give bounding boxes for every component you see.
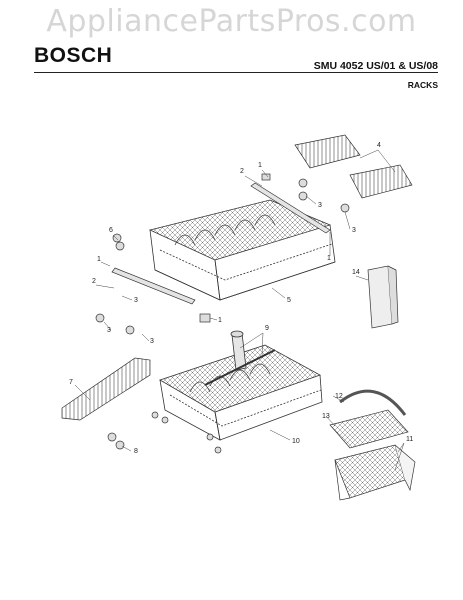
callout-8: 8: [134, 448, 138, 455]
callout-10: 10: [292, 438, 300, 445]
model-number: SMU 4052 US/01 & US/08: [313, 60, 438, 72]
callout-1-left: 1: [97, 256, 101, 263]
wall-panel-piece: [367, 265, 399, 329]
callout-1-top: 1: [258, 162, 262, 169]
callout-2-top: 2: [240, 168, 244, 175]
callout-3-mid: 3: [150, 338, 154, 345]
rack-clips-and-rollers: [95, 173, 350, 454]
callout-1-right: 1: [327, 255, 331, 262]
callout-1-mid: 1: [218, 317, 222, 324]
callout-3-left-a: 3: [134, 297, 138, 304]
plate-insert: [61, 357, 151, 421]
cutlery-basket: [329, 389, 416, 501]
callout-14: 14: [352, 269, 360, 276]
brand-logo: BOSCH: [34, 44, 113, 67]
section-title: RACKS: [407, 80, 438, 90]
lower-rack: [159, 330, 323, 441]
upper-rack: [148, 199, 336, 301]
leader-lines: [74, 149, 405, 471]
callout-3-top: 3: [318, 202, 322, 209]
callout-3-left-b: 3: [107, 327, 111, 334]
callout-2-left: 2: [92, 278, 96, 285]
callout-12: 12: [335, 393, 343, 400]
cup-shelves: [294, 134, 413, 199]
callout-5: 5: [287, 297, 291, 304]
callout-7: 7: [69, 379, 73, 386]
callout-13: 13: [322, 413, 330, 420]
callout-6: 6: [109, 227, 113, 234]
callout-3-right: 3: [352, 227, 356, 234]
header-divider: [34, 72, 438, 73]
rack-rails: [111, 182, 331, 305]
callout-9: 9: [265, 325, 269, 332]
callout-11: 11: [406, 436, 413, 443]
watermark-text: AppliancePartsPros.com: [46, 4, 417, 39]
callout-4: 4: [377, 142, 381, 149]
